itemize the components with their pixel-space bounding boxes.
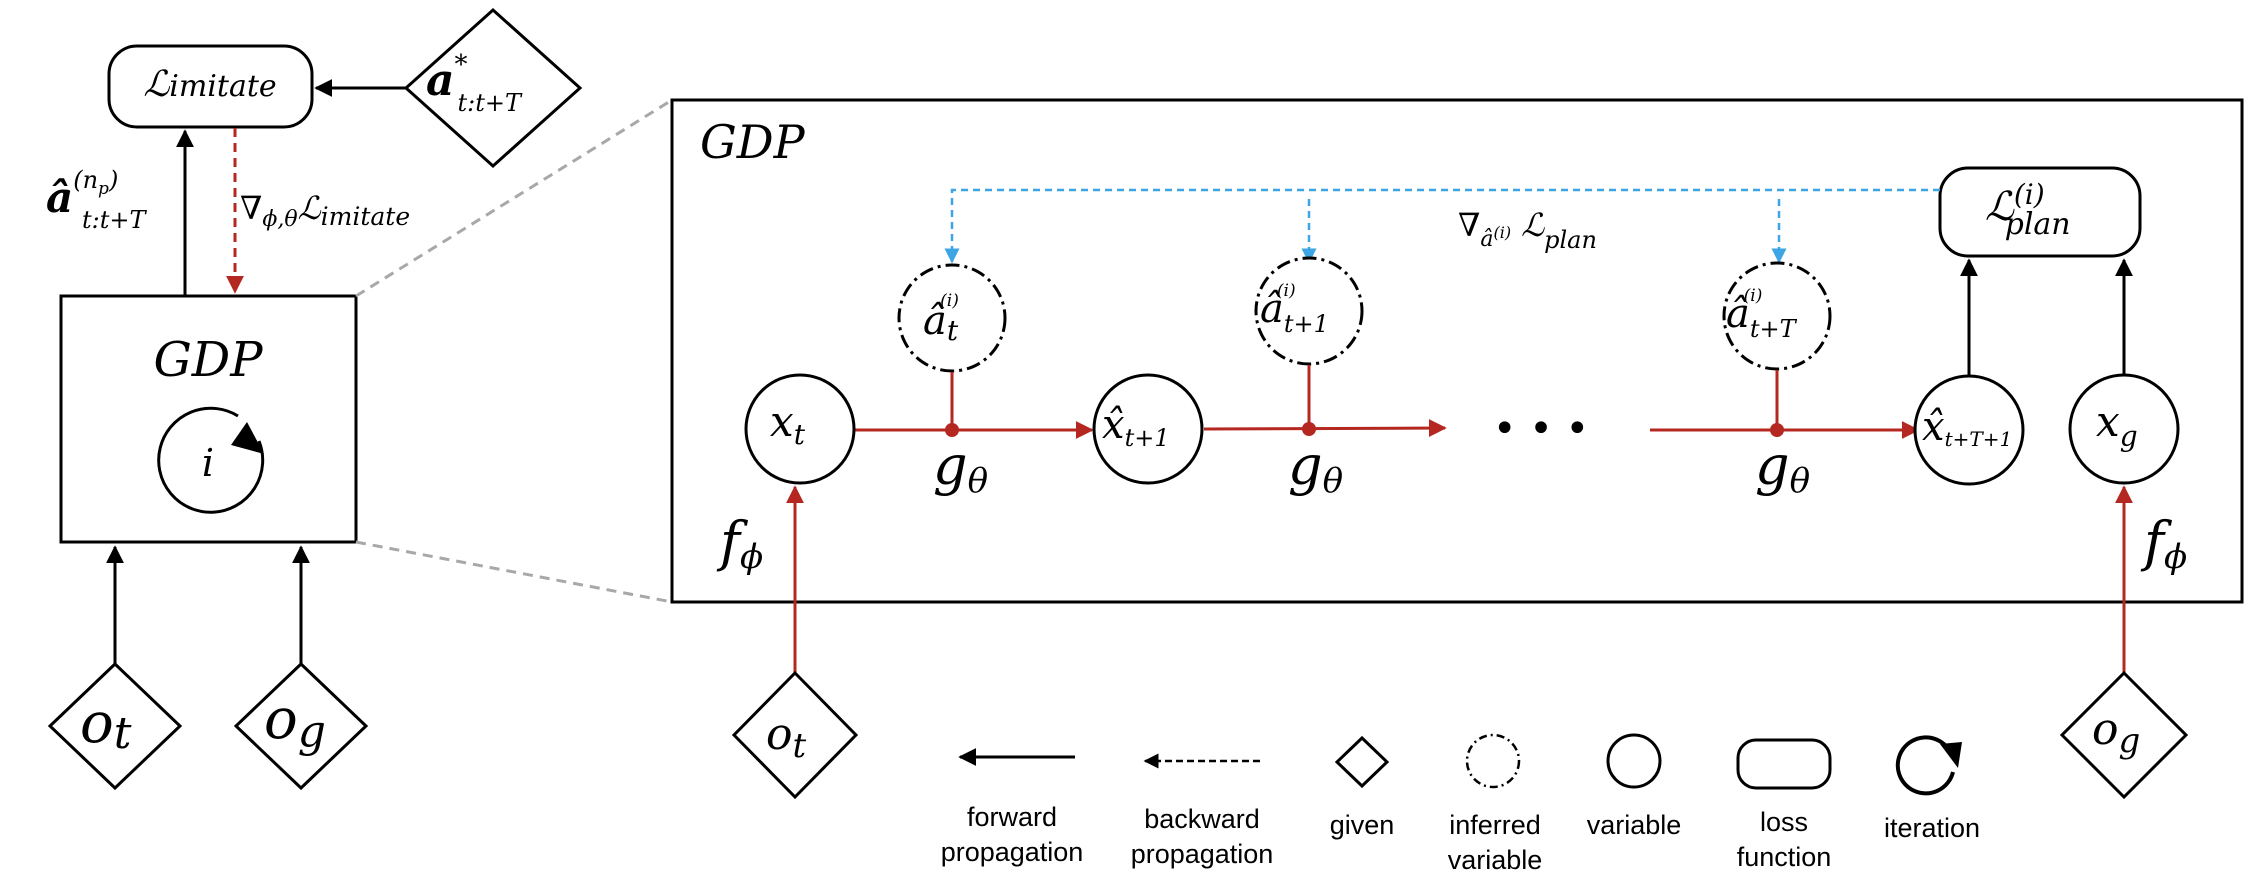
junction-dot-2 <box>1302 422 1316 436</box>
obs-t-diamond-right <box>731 670 859 800</box>
state-label-t: xt <box>770 397 806 451</box>
dynamics-label-3: gθ <box>1755 434 1810 501</box>
left-panel: ℒimitate a*t:t+T â(np)t:t+T ∇ϕ,θℒimitate… <box>46 7 583 791</box>
legend-given-label: given <box>1330 810 1395 840</box>
right-panel: GDP ℒ(i)plan ∇â(i)ℒplan ât(i) ât+1(i) ât… <box>670 98 2244 800</box>
state-label-t1: x̂t+1 <box>1102 402 1170 452</box>
legend-circular-arrow-icon <box>1895 735 1955 796</box>
action-label-t1: ât+1(i) <box>1260 281 1329 338</box>
state-node-t <box>744 373 856 485</box>
gdp-expanded-frame <box>670 98 2244 604</box>
imitation-loss-node <box>107 44 314 129</box>
junction-dot-1 <box>945 423 959 437</box>
imitation-loss-label: ℒimitate <box>143 64 276 105</box>
legend-circular-arrowhead <box>1940 742 1962 768</box>
obs-g-diamond <box>233 661 369 791</box>
gdp-expanded-title: GDP <box>700 115 806 169</box>
obs-t-diamond <box>47 661 183 791</box>
plan-gradient-line <box>944 188 1940 264</box>
transition-arrow-2 <box>1203 419 1447 438</box>
ellipsis: • • • <box>1493 406 1589 452</box>
action-node-tT <box>1722 261 1832 371</box>
obs-g-diamond-right <box>2059 670 2189 800</box>
junction-dot-3 <box>1770 423 1784 437</box>
dynamics-label-2: gθ <box>1288 434 1343 501</box>
obs-t-label-right: ot <box>766 709 807 766</box>
legend-dash-dot-circle-icon <box>1465 733 1521 789</box>
action-node-t1 <box>1254 256 1364 366</box>
obs-g-label-right: og <box>2092 704 2140 761</box>
iteration-icon <box>157 406 265 514</box>
zoom-line-bottom <box>355 540 673 604</box>
encoder-label-t: fϕ <box>716 510 763 577</box>
state-node-t1 <box>1092 373 1204 485</box>
plan-loss-label: ℒ(i)plan <box>1985 178 2071 242</box>
plan-loss-node <box>1938 166 2142 258</box>
goal-label: xg <box>2096 397 2138 453</box>
legend-iteration-label: iteration <box>1884 813 1980 843</box>
plan-gradient-label: ∇â(i)ℒplan <box>1458 206 1597 254</box>
encoder-label-g: fϕ <box>2140 510 2187 577</box>
legend-rounded-rect-icon <box>1736 738 1832 790</box>
zoom-line-top <box>355 98 673 298</box>
legend-variable-label: variable <box>1587 810 1682 840</box>
state-label-tT1: x̂t+T+1 <box>1922 404 2012 451</box>
obs-g-label: og <box>264 687 326 757</box>
iteration-arrowhead <box>231 422 264 454</box>
action-label-t: ât(i) <box>923 291 959 347</box>
legend-circle-icon <box>1606 733 1662 789</box>
predicted-actions-label: â(np)t:t+T <box>46 166 147 234</box>
legend-diamond-icon <box>1334 735 1390 789</box>
imitation-gradient-label: ∇ϕ,θℒimitate <box>240 189 410 232</box>
iteration-variable: i <box>202 441 214 485</box>
obs-t-label: ot <box>80 691 132 759</box>
expert-actions-diamond <box>403 7 583 169</box>
action-node-t <box>897 263 1007 373</box>
gdp-block-label: GDP <box>153 332 263 388</box>
gdp-block <box>59 294 358 544</box>
dynamics-label-1: gθ <box>933 434 988 501</box>
action-label-tT: ât+T(i) <box>1726 286 1798 343</box>
expert-actions-label: a*t:t+T <box>426 50 523 117</box>
